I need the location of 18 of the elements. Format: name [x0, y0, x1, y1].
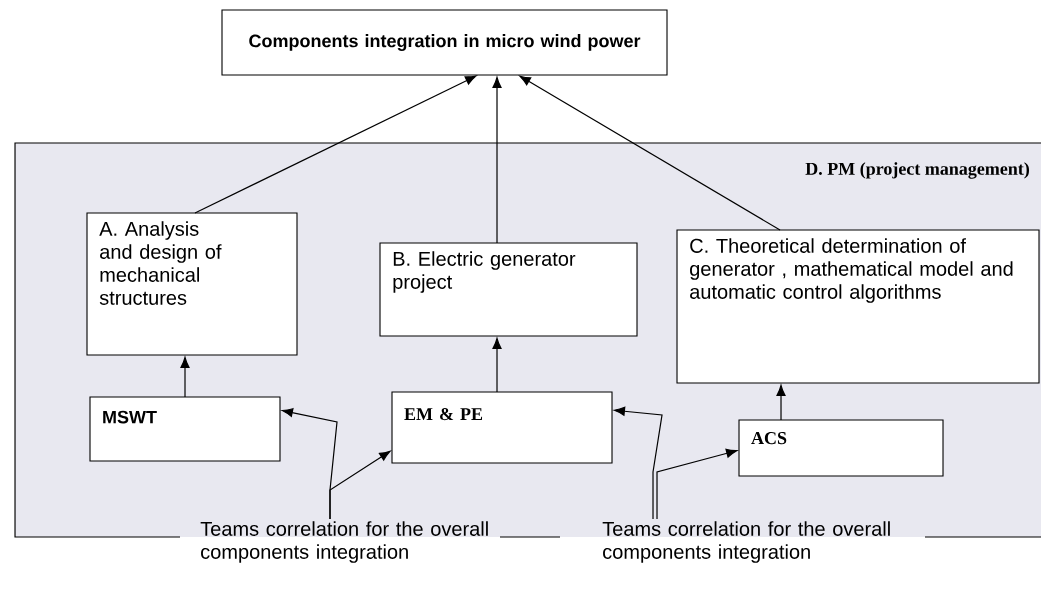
process-box: C. Theoretical determination of generator , mathematical model and automatic control algorithms — [676, 229, 1040, 384]
arrow — [194, 75, 477, 214]
arrow — [656, 448, 738, 520]
arrow — [613, 406, 663, 520]
process-box: A. Analysis and design of mechanical structures — [86, 212, 298, 356]
arrow — [776, 384, 786, 421]
process-box: ACS — [738, 419, 944, 477]
note-text: Teams correlation for the overall components integration — [200, 521, 488, 563]
process-box: B. Electric generator project — [379, 242, 638, 337]
note-text: Teams correlation for the overall components integration — [602, 521, 890, 563]
arrow — [492, 76, 502, 244]
process-box: Components integration in micro wind power — [221, 9, 668, 76]
arrow — [329, 450, 391, 520]
process-box: MSWT — [89, 396, 281, 462]
process-box: EM & PE — [391, 391, 613, 464]
arrow — [519, 75, 781, 231]
arrow — [180, 356, 190, 398]
arrow — [492, 337, 502, 393]
